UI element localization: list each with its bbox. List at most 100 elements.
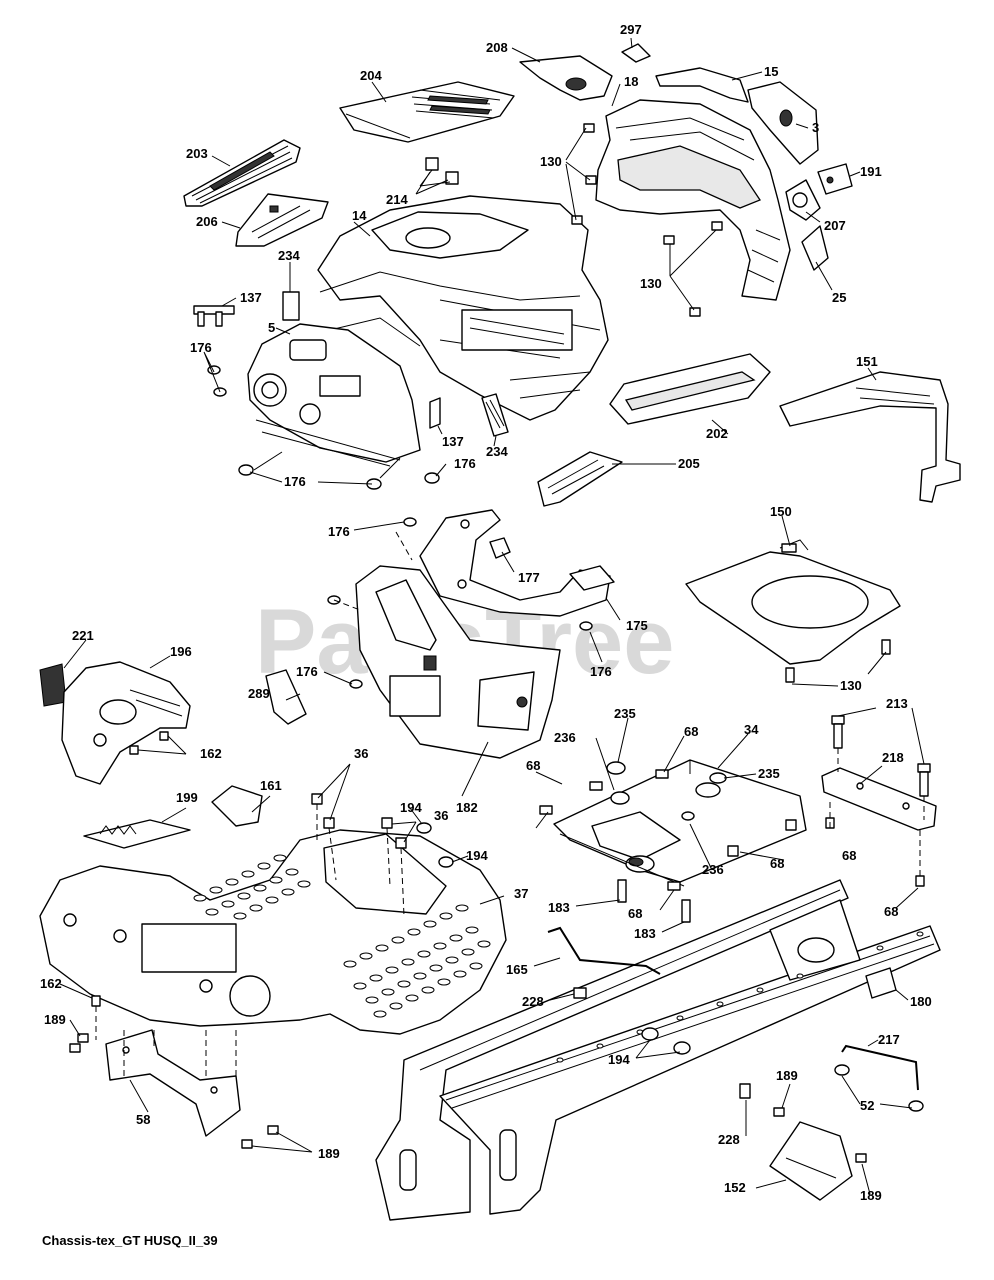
part-decal-234-a[interactable] <box>282 291 300 321</box>
part-grille-202[interactable] <box>609 353 771 425</box>
callout-297: 297 <box>620 22 642 37</box>
part-bolts-213[interactable] <box>825 715 931 887</box>
part-bolts-36[interactable] <box>311 793 407 917</box>
callout-68-far: 68 <box>884 904 898 919</box>
part-clips-214[interactable] <box>419 157 459 187</box>
part-shroud-150[interactable] <box>685 539 901 683</box>
part-rod-217[interactable] <box>841 1044 919 1091</box>
part-screws-189[interactable] <box>69 1006 867 1163</box>
callout-189-right: 189 <box>860 1188 882 1203</box>
part-137-lower[interactable] <box>429 397 441 429</box>
part-nuts-52[interactable] <box>834 1064 924 1112</box>
part-nuts-194-frame[interactable] <box>641 1027 691 1055</box>
callout-130-upper: 130 <box>540 154 562 169</box>
part-228-a[interactable] <box>573 987 587 999</box>
callout-228-lower: 228 <box>718 1132 740 1147</box>
callout-130-lower: 130 <box>840 678 862 693</box>
part-cover-152[interactable] <box>769 1121 853 1201</box>
callout-68-lower: 68 <box>628 906 642 921</box>
part-frame-180[interactable] <box>375 879 941 1221</box>
callout-137-upper: 137 <box>240 290 262 305</box>
part-15[interactable] <box>655 67 749 103</box>
part-rod-165[interactable] <box>547 926 661 975</box>
part-161[interactable] <box>211 785 263 827</box>
callout-194-frame: 194 <box>608 1052 630 1067</box>
part-front-grille-18[interactable] <box>595 99 791 301</box>
part-hood-body[interactable] <box>317 195 609 421</box>
part-fasteners-176-mid[interactable] <box>327 517 593 689</box>
callout-202: 202 <box>706 426 728 441</box>
part-bolts-68-plate[interactable] <box>539 769 797 923</box>
callout-68-top: 68 <box>684 724 698 739</box>
callout-34: 34 <box>744 722 759 737</box>
callout-221: 221 <box>72 628 94 643</box>
part-bracket-175[interactable] <box>419 509 615 617</box>
callout-36-lower: 36 <box>434 808 448 823</box>
callout-189-left: 189 <box>44 1012 66 1027</box>
part-screws-130-upper[interactable] <box>571 123 723 317</box>
callout-228-upper: 228 <box>522 994 544 1009</box>
callout-15: 15 <box>764 64 778 79</box>
part-fender-37[interactable] <box>39 829 507 1035</box>
part-199[interactable] <box>83 819 191 849</box>
callout-214: 214 <box>386 192 408 207</box>
callout-217: 217 <box>878 1032 900 1047</box>
callout-196: 196 <box>170 644 192 659</box>
part-screw-162-lower[interactable] <box>91 995 101 1007</box>
part-206[interactable] <box>235 193 329 247</box>
callout-236-upper: 236 <box>554 730 576 745</box>
callout-177: 177 <box>518 570 540 585</box>
callout-5: 5 <box>268 320 275 335</box>
part-hood-top-panel[interactable] <box>339 81 515 143</box>
part-dash-panel[interactable] <box>247 323 421 467</box>
part-side-grille-left[interactable] <box>183 139 301 207</box>
part-dash-shroud-182[interactable] <box>355 565 561 759</box>
callout-176-right: 176 <box>454 456 476 471</box>
part-289[interactable] <box>265 669 307 725</box>
callout-218: 218 <box>882 750 904 765</box>
callout-191: 191 <box>860 164 882 179</box>
callout-234-upper: 234 <box>278 248 300 263</box>
part-297[interactable] <box>621 43 651 63</box>
callout-234-lower: 234 <box>486 444 508 459</box>
part-137-upper[interactable] <box>193 305 235 327</box>
part-mount-plate-34[interactable] <box>553 759 807 887</box>
callout-37: 37 <box>514 886 528 901</box>
part-nuts-194[interactable] <box>416 822 454 868</box>
part-decal-221[interactable] <box>39 663 67 707</box>
callout-206: 206 <box>196 214 218 229</box>
callout-176-mid: 176 <box>328 524 350 539</box>
part-228-b[interactable] <box>739 1083 751 1099</box>
callout-58: 58 <box>136 1112 150 1127</box>
part-bracket-151[interactable] <box>779 371 961 503</box>
callout-194-lower: 194 <box>466 848 488 863</box>
part-bracket-58[interactable] <box>105 1029 241 1137</box>
part-208[interactable] <box>519 55 613 101</box>
callout-175: 175 <box>626 618 648 633</box>
part-207[interactable] <box>785 179 821 221</box>
part-25[interactable] <box>801 225 829 271</box>
callout-25: 25 <box>832 290 846 305</box>
leader-lines <box>59 37 925 1195</box>
callout-150: 150 <box>770 504 792 519</box>
part-seat-plate-196[interactable] <box>61 661 191 785</box>
callout-151: 151 <box>856 354 878 369</box>
callout-3: 3 <box>812 120 819 135</box>
part-hardware-235-236[interactable] <box>606 761 727 821</box>
callout-130-right: 130 <box>640 276 662 291</box>
callout-137-lower: 137 <box>442 434 464 449</box>
part-bracket-218[interactable] <box>821 767 937 831</box>
part-177[interactable] <box>489 537 511 559</box>
callout-183-right: 183 <box>634 926 656 941</box>
callout-labels: 297 208 18 15 204 3 203 130 214 191 14 2… <box>40 22 932 1203</box>
part-205[interactable] <box>537 451 623 507</box>
part-191[interactable] <box>817 163 853 195</box>
callout-176-bottom: 176 <box>284 474 306 489</box>
callout-18: 18 <box>624 74 638 89</box>
part-headlight-3[interactable] <box>747 81 819 165</box>
callout-152: 152 <box>724 1180 746 1195</box>
callout-52: 52 <box>860 1098 874 1113</box>
callout-213: 213 <box>886 696 908 711</box>
part-decal-234-b[interactable] <box>481 393 509 437</box>
callout-236-lower: 236 <box>702 862 724 877</box>
